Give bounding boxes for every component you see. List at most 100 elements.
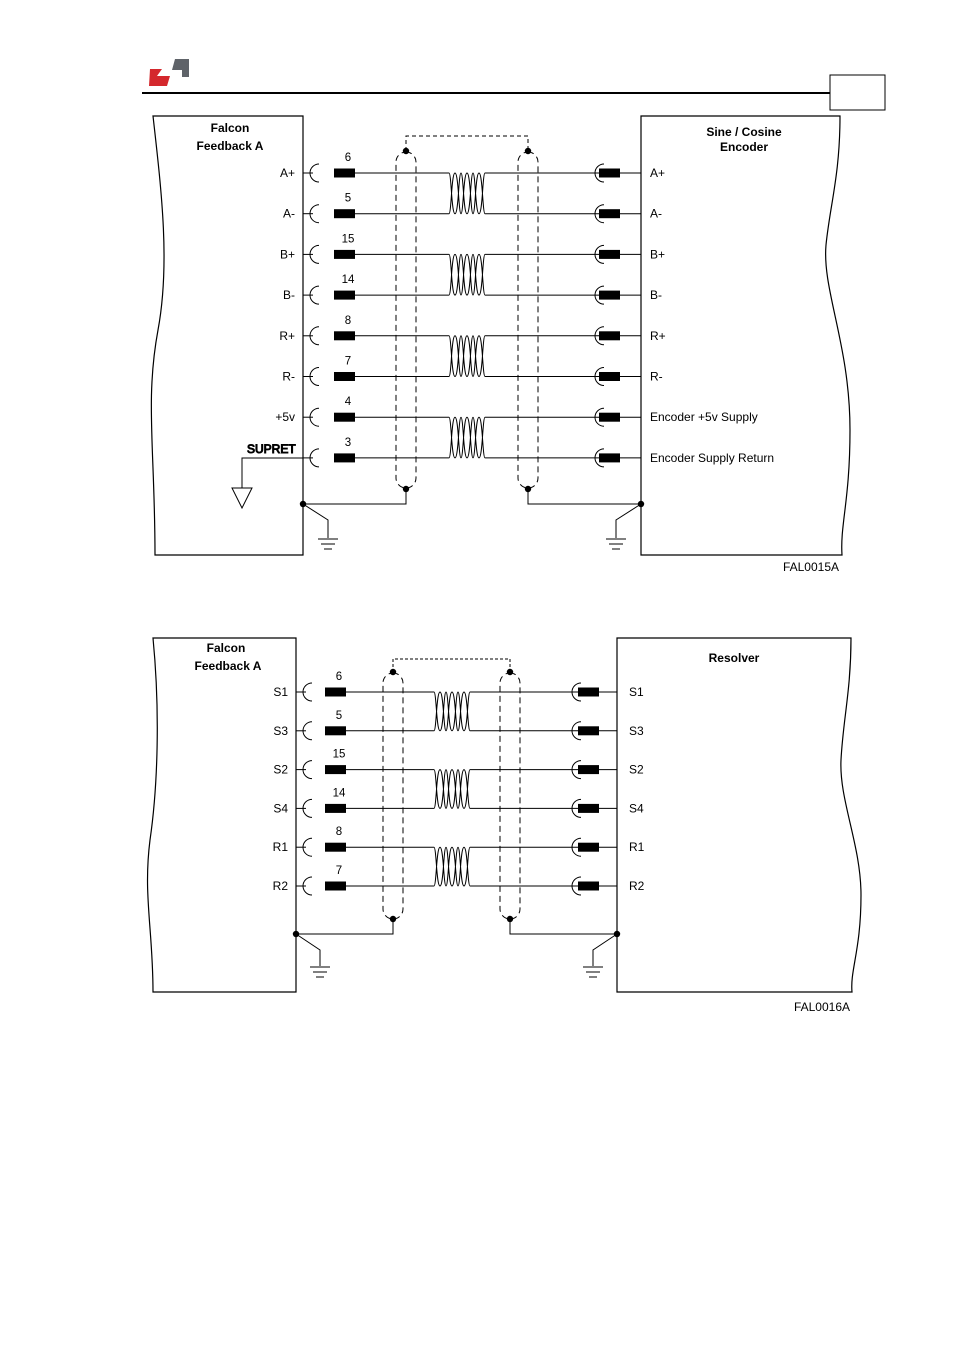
- ground-icon: [583, 967, 603, 977]
- shield-node: [525, 148, 531, 154]
- shield-left: [396, 152, 416, 488]
- connector-pin-icon: [334, 209, 355, 218]
- shield-left: [383, 673, 403, 919]
- shield-drain-right: [528, 489, 641, 504]
- signal-row: A- 5A-: [283, 193, 662, 223]
- right-signal-label: S2: [629, 763, 644, 777]
- connector-pin-icon: [578, 688, 599, 697]
- left-signal-label: R1: [273, 840, 289, 854]
- right-signal-label: S4: [629, 801, 644, 815]
- connector-pin-icon: [325, 726, 346, 735]
- right-signal-label: R+: [650, 329, 666, 343]
- shield-drain-right: [510, 919, 617, 934]
- connector-pin-icon: [578, 804, 599, 813]
- left-signal-label: +5v: [275, 410, 295, 424]
- connector-pin-icon: [334, 291, 355, 300]
- shield-link: [393, 659, 510, 672]
- right-signal-label: Encoder +5v Supply: [650, 410, 758, 424]
- right-block-title-1: Sine / Cosine: [706, 125, 782, 139]
- left-signal-label: A-: [283, 207, 295, 221]
- connector-pin-icon: [578, 882, 599, 891]
- connector-pin-icon: [334, 413, 355, 422]
- page-number-box: [830, 75, 885, 110]
- twisted-pair-icon: [434, 847, 470, 886]
- right-signal-label: Encoder Supply Return: [650, 451, 774, 465]
- pin-number: 7: [336, 865, 342, 877]
- connector-pin-icon: [325, 688, 346, 697]
- pin-number: 6: [345, 152, 351, 164]
- twisted-pair-icon: [449, 173, 485, 214]
- right-signal-label: R1: [629, 840, 645, 854]
- signal-row: R-7R-: [282, 356, 662, 386]
- diagram-resolver: Falcon Feedback A Resolver S16S1S35S3S21…: [148, 638, 861, 1014]
- right-block-title-1: Resolver: [709, 651, 760, 665]
- signal-row: B+15B+: [280, 233, 665, 263]
- connector-pin-icon: [599, 331, 620, 340]
- supret-return: SUPRET: [232, 442, 303, 508]
- left-signal-label: A+: [280, 166, 295, 180]
- signal-row: A+ 6A+: [280, 152, 665, 182]
- left-block-title-1: Falcon: [207, 641, 246, 655]
- pin-number: 14: [333, 787, 346, 799]
- chassis-ground-left: [293, 931, 330, 977]
- connector-pin-icon: [599, 413, 620, 422]
- connector-pin-icon: [334, 169, 355, 178]
- header: [142, 59, 885, 110]
- left-signal-label: B-: [283, 288, 295, 302]
- connector-pin-icon: [599, 209, 620, 218]
- cable-shield: [303, 136, 641, 504]
- pin-number: 8: [336, 826, 342, 838]
- connector-pin-icon: [334, 372, 355, 381]
- chassis-ground-left: [300, 501, 338, 549]
- signal-row: +5v 4Encoder +5v Supply: [275, 396, 757, 426]
- ground-icon: [310, 967, 330, 977]
- connector-pin-icon: [578, 765, 599, 774]
- right-signal-label: A+: [650, 166, 665, 180]
- signal-row: R1 8R1: [273, 826, 645, 856]
- signal-row: R27R2: [273, 865, 645, 895]
- shield-link: [406, 136, 528, 151]
- pin-number: 15: [342, 233, 355, 245]
- pin-number: 5: [336, 710, 342, 722]
- shield-drain-left: [296, 919, 393, 934]
- chassis-ground-right: [583, 931, 620, 977]
- pin-number: 6: [336, 671, 342, 683]
- left-block-title-1: Falcon: [211, 121, 250, 135]
- twisted-pair-icon: [434, 692, 470, 731]
- pin-number: 14: [342, 274, 355, 286]
- signal-row: 3Encoder Supply Return: [303, 437, 774, 467]
- ground-icon: [318, 539, 338, 549]
- shield-drain-left: [303, 489, 406, 504]
- pin-number: 5: [345, 193, 351, 205]
- connector-pin-icon: [599, 453, 620, 462]
- shield-node: [403, 148, 409, 154]
- pin-number: 15: [333, 749, 346, 761]
- connector-pin-icon: [325, 765, 346, 774]
- pin-number: 7: [345, 356, 351, 368]
- pin-number: 8: [345, 315, 351, 327]
- left-signal-label: S2: [273, 763, 288, 777]
- shield-right: [518, 152, 538, 488]
- left-signal-label: B+: [280, 247, 295, 261]
- right-signal-label: R-: [650, 370, 663, 384]
- signal-row: B-14B-: [283, 274, 662, 304]
- right-block-title-2: Encoder: [720, 140, 768, 154]
- ground-icon: [606, 539, 626, 549]
- right-signal-label: S1: [629, 685, 644, 699]
- left-signal-label: R+: [279, 329, 295, 343]
- connector-pin-icon: [325, 804, 346, 813]
- diagram-encoder: Falcon Feedback A Sine / Cosine Encoder …: [151, 116, 850, 574]
- pin-number: 4: [345, 396, 352, 408]
- connector-pin-icon: [334, 453, 355, 462]
- connector-pin-icon: [325, 843, 346, 852]
- shield-right: [500, 673, 520, 919]
- right-signal-label: A-: [650, 207, 662, 221]
- figure-code: FAL0016A: [794, 1000, 850, 1014]
- connector-pin-icon: [599, 291, 620, 300]
- signal-row: R+ 8R+: [279, 315, 665, 345]
